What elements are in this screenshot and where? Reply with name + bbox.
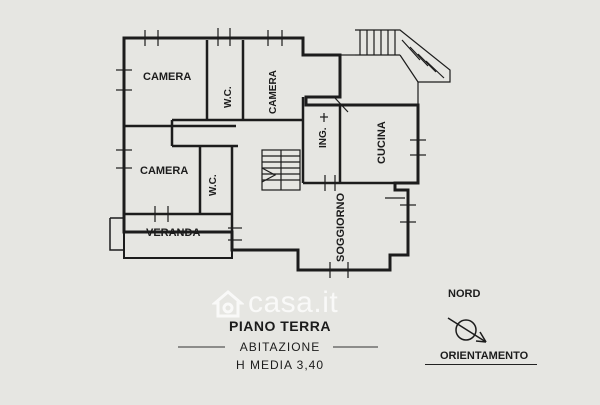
room-label-ingresso: ING. [318,127,329,148]
orientation-underline [425,364,537,365]
entry-arrow-icon [320,113,328,122]
orientation-label: ORIENTAMENTO [440,350,529,362]
room-label-wc-mid: W.C. [208,174,219,196]
room-label-wc-top: W.C. [223,86,234,108]
plan-title: PIANO TERRA [229,318,331,334]
room-label-camera-top-right: CAMERA [268,70,279,114]
casa-logo-icon [212,290,244,318]
openings [116,28,426,278]
plan-height: H MEDIA 3,40 [235,358,325,372]
external-stairs [340,29,451,105]
walls [109,36,420,272]
room-label-cucina: CUCINA [376,121,388,164]
room-label-veranda: VERANDA [146,227,200,239]
north-label: NORD [448,288,481,300]
room-label-soggiorno: SOGGIORNO [335,192,347,262]
plan-subtitle: ABITAZIONE [239,340,321,354]
room-label-camera-top-left: CAMERA [143,71,191,83]
compass-icon [447,317,487,343]
stairs [261,149,301,191]
room-label-camera-mid: CAMERA [140,165,188,177]
watermark: casa.it [248,286,339,319]
